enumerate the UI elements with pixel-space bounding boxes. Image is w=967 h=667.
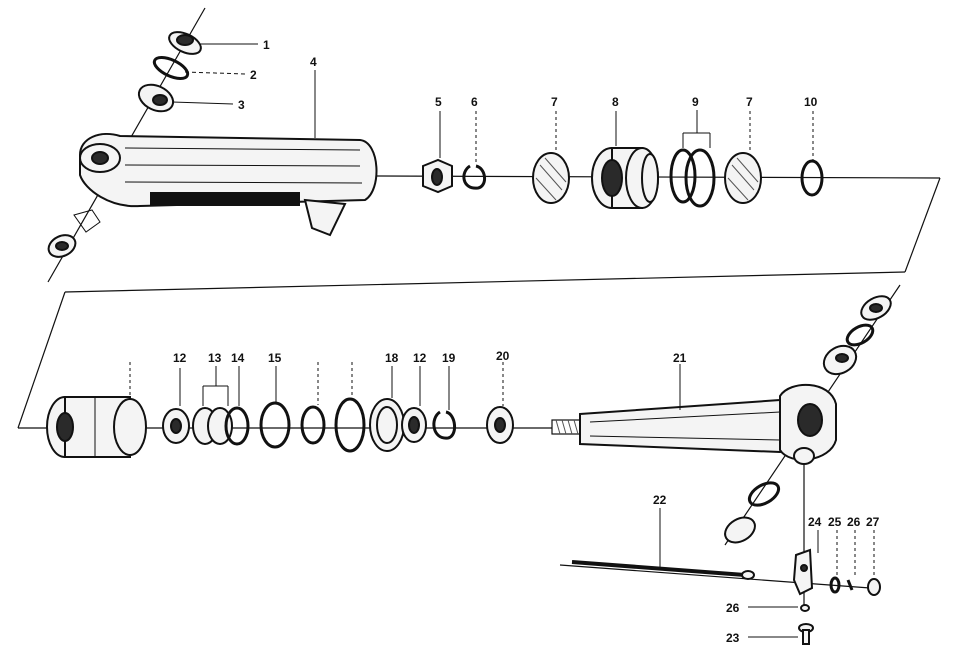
part-7-piston-left: [532, 152, 570, 204]
callout-10: 10: [804, 95, 818, 109]
lower-right-ring-bottom: [747, 481, 781, 507]
callout-4: 4: [310, 55, 317, 69]
part-23-bolt: [798, 623, 814, 645]
part-16-ring: [300, 405, 326, 445]
callout-14: 14: [231, 351, 245, 365]
part-24-clip: [792, 548, 814, 596]
callout-1: 1: [263, 38, 270, 52]
part-20-boot: [486, 406, 514, 444]
callout-7-left: 7: [551, 95, 558, 109]
part-4-end-fitting: [47, 209, 101, 258]
leader-lines: [129, 43, 875, 638]
part-18-wiper: [369, 398, 405, 452]
callout-26-right: 26: [847, 515, 861, 529]
part-19-snap-ring: [432, 410, 456, 440]
part-26-lockwasher-lower: [800, 604, 810, 612]
callout-24: 24: [808, 515, 822, 529]
part-3-bushing: [137, 83, 175, 113]
callout-21: 21: [673, 351, 687, 365]
part-15-ring: [259, 401, 291, 449]
part-25-washer: [829, 576, 841, 594]
callout-22: 22: [653, 493, 667, 507]
callout-7-right: 7: [746, 95, 753, 109]
callout-13: 13: [208, 351, 222, 365]
lower-right-ring: [845, 323, 875, 347]
lower-right-bushing-top: [860, 295, 892, 321]
part-6-snap-ring: [462, 164, 486, 190]
callout-5: 5: [435, 95, 442, 109]
callout-23: 23: [726, 631, 740, 645]
part-9-seal-rings: [669, 148, 716, 208]
part-27-nut: [867, 578, 881, 596]
part-17-ring: [334, 397, 366, 453]
part-10-o-ring: [800, 159, 824, 197]
part-11-gland-nut: [46, 396, 147, 458]
part-26-lockwasher-right: [846, 579, 854, 591]
part-5-nut: [422, 158, 453, 194]
part-1-nipple: [168, 31, 202, 55]
callout-2: 2: [250, 68, 257, 82]
callout-6: 6: [471, 95, 478, 109]
part-8-piston-head: [591, 147, 659, 209]
callout-12-right: 12: [413, 351, 427, 365]
callout-26-lower: 26: [726, 601, 740, 615]
part-21-piston-rod: [551, 383, 837, 465]
part-22-pin: [571, 560, 755, 580]
part-4-cylinder-body: [79, 133, 378, 237]
part-14-ring: [224, 406, 250, 446]
part-12-washer-right: [401, 407, 427, 443]
callout-27: 27: [866, 515, 880, 529]
callout-25: 25: [828, 515, 842, 529]
callout-18: 18: [385, 351, 399, 365]
callout-labels: 1 2 3 4 5 6 7 8 9 7 10 12 13 14 15 18 12…: [173, 38, 880, 645]
part-12-washer-left: [162, 408, 190, 444]
callout-15: 15: [268, 351, 282, 365]
callout-8: 8: [612, 95, 619, 109]
callout-19: 19: [442, 351, 456, 365]
callout-20: 20: [496, 349, 510, 363]
part-7-piston-right: [724, 152, 762, 204]
lower-right-bushing: [822, 344, 858, 376]
lower-right-bushing-bottom: [724, 516, 756, 544]
callout-9: 9: [692, 95, 699, 109]
callout-3: 3: [238, 98, 245, 112]
part-2-seal-ring: [152, 55, 190, 81]
callout-12-left: 12: [173, 351, 187, 365]
